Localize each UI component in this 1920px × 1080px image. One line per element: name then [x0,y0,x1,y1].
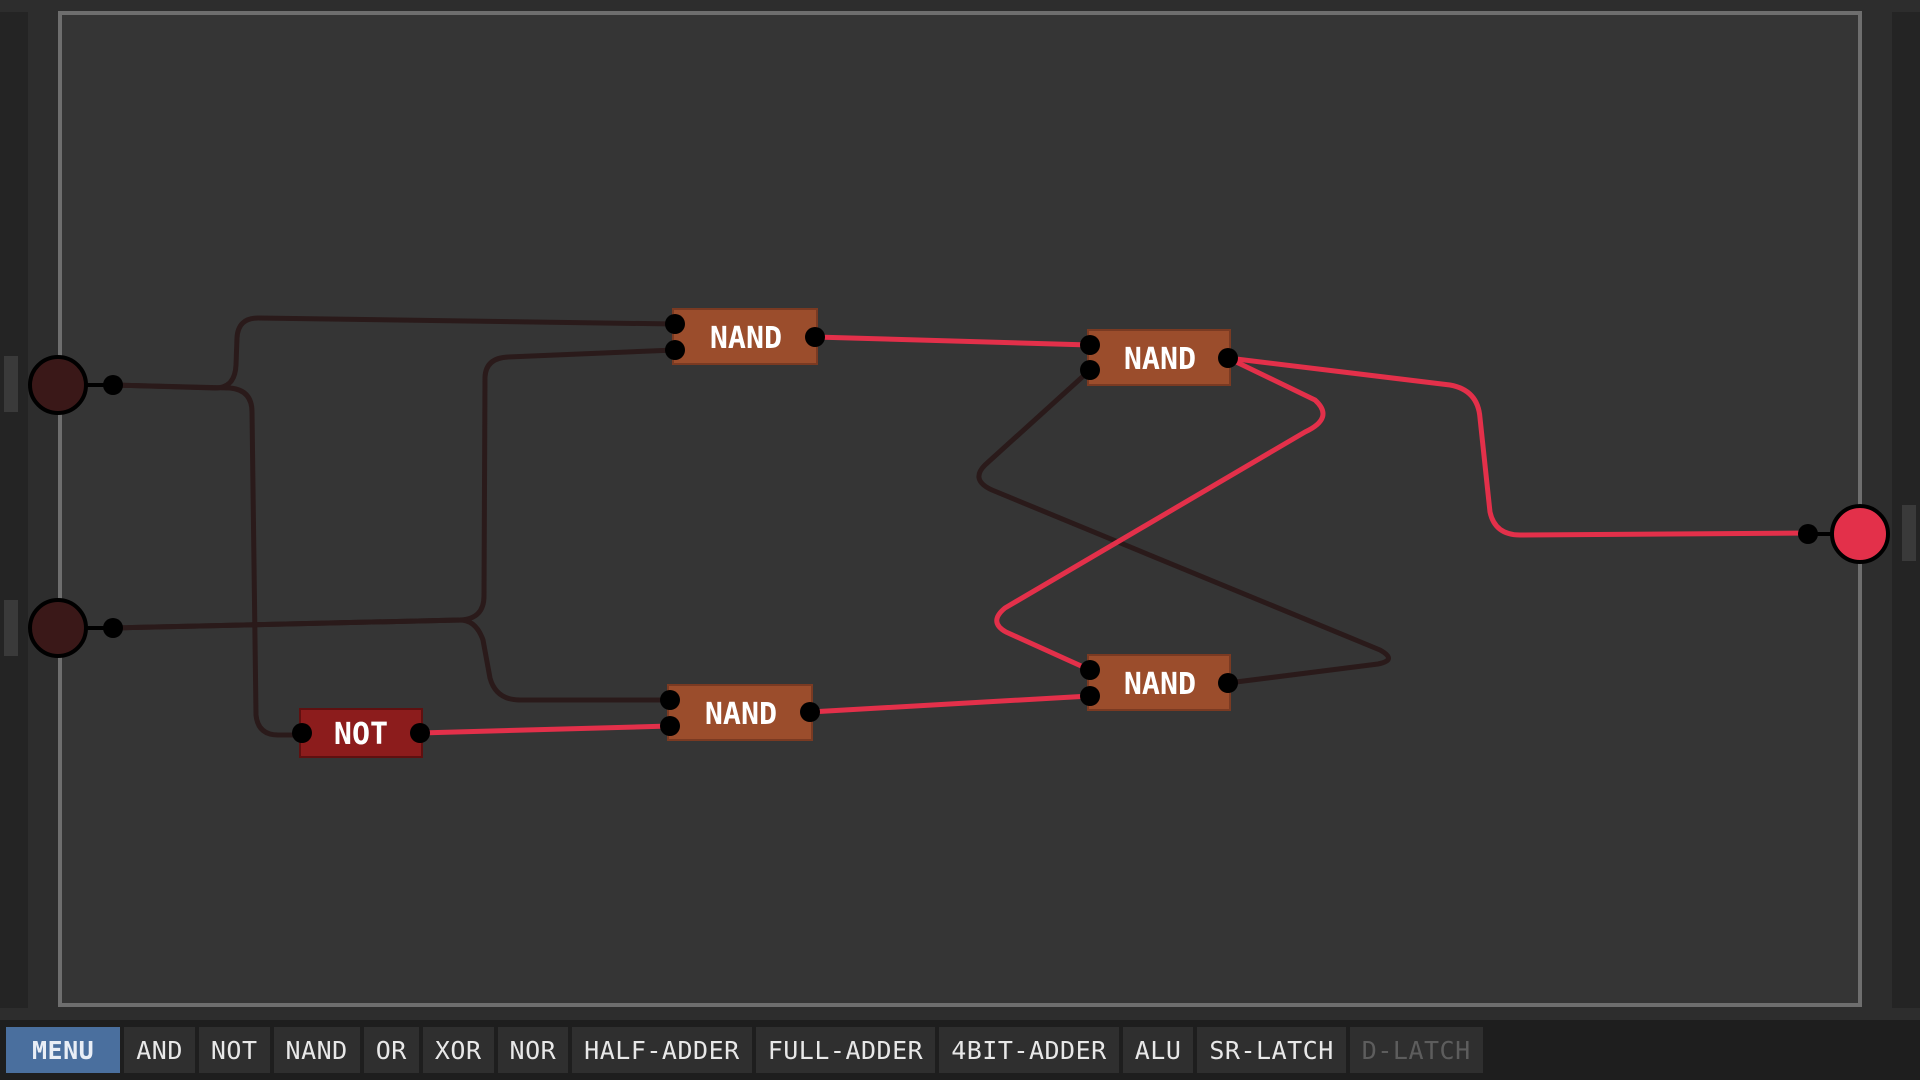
not-gate-1[interactable]: NOT [292,708,430,758]
wire-in1-to-not[interactable] [110,382,303,738]
nand-gate-1-output[interactable] [805,327,825,347]
nand-gate-4-input-b[interactable] [1080,686,1100,706]
toolbar-not-button[interactable]: NOT [198,1027,270,1073]
nand-gate-3-label: NAND [1124,342,1196,377]
nand-gate-1-label: NAND [710,321,782,356]
nand-gate-2[interactable]: NAND [660,684,820,741]
toolbar-4bit-adder-button[interactable]: 4BIT-ADDER [939,1027,1119,1073]
wire-nand4-to-nand3[interactable] [976,367,1391,686]
nand-gate-2-output[interactable] [800,702,820,722]
toolbar-or-button[interactable]: OR [363,1027,419,1073]
toolbar-half-adder-button[interactable]: HALF-ADDER [572,1027,752,1073]
toolbar-d-latch-button[interactable]: D-LATCH [1349,1027,1483,1073]
menu-button[interactable]: MENU [6,1027,121,1073]
not-gate-1-input[interactable] [292,723,312,743]
input-tab-2[interactable] [4,600,18,656]
not-gate-1-output[interactable] [410,723,430,743]
nand-gate-1-input-a[interactable] [665,314,685,334]
workspace-border [58,11,1862,1007]
nand-gate-2-label: NAND [705,697,777,732]
nand-gate-2-input-b[interactable] [660,716,680,736]
wire-nand3-to-nand4[interactable] [994,355,1326,673]
nand-gate-2-input-a[interactable] [660,690,680,710]
toolbar-nand-button[interactable]: NAND [273,1027,360,1073]
nand-gate-3-input-a[interactable] [1080,335,1100,355]
output-lamp[interactable] [1798,504,1890,564]
wire-nand2-to-nand4[interactable] [807,693,1093,715]
not-gate-1-label: NOT [334,717,388,752]
input-switch-2[interactable] [28,598,123,658]
input-switch-1[interactable] [28,355,123,415]
nand-gate-3[interactable]: NAND [1080,329,1238,386]
wire-nand3-to-output[interactable] [1225,355,1813,538]
wire-nand1-to-nand3[interactable] [812,334,1093,348]
nand-gate-4-output[interactable] [1218,673,1238,693]
toolbar-sr-latch-button[interactable]: SR-LATCH [1197,1027,1346,1073]
component-toolbar: MENU AND NOT NAND OR XOR NOR HALF-ADDER … [0,1020,1920,1080]
nand-gate-3-output[interactable] [1218,348,1238,368]
input-tab-1[interactable] [4,356,18,412]
nand-gate-1[interactable]: NAND [665,308,825,365]
wire-in2-to-nand1[interactable] [110,347,678,631]
wire-in2-to-nand2[interactable] [110,617,673,703]
toolbar-and-button[interactable]: AND [124,1027,195,1073]
toolbar-full-adder-button[interactable]: FULL-ADDER [755,1027,936,1073]
nand-gate-4-label: NAND [1124,667,1196,702]
toolbar-xor-button[interactable]: XOR [422,1027,494,1073]
circuit-canvas[interactable]: NAND NAND NAND NAND NOT [0,0,1920,1020]
output-tab-1[interactable] [1902,505,1916,561]
nand-gate-4[interactable]: NAND [1080,654,1238,711]
toolbar-alu-button[interactable]: ALU [1122,1027,1194,1073]
nand-gate-1-input-b[interactable] [665,340,685,360]
wire-not-to-nand2[interactable] [417,723,673,736]
toolbar-nor-button[interactable]: NOR [497,1027,569,1073]
nand-gate-4-input-a[interactable] [1080,660,1100,680]
nand-gate-3-input-b[interactable] [1080,360,1100,380]
left-panel-edge [0,12,28,1008]
